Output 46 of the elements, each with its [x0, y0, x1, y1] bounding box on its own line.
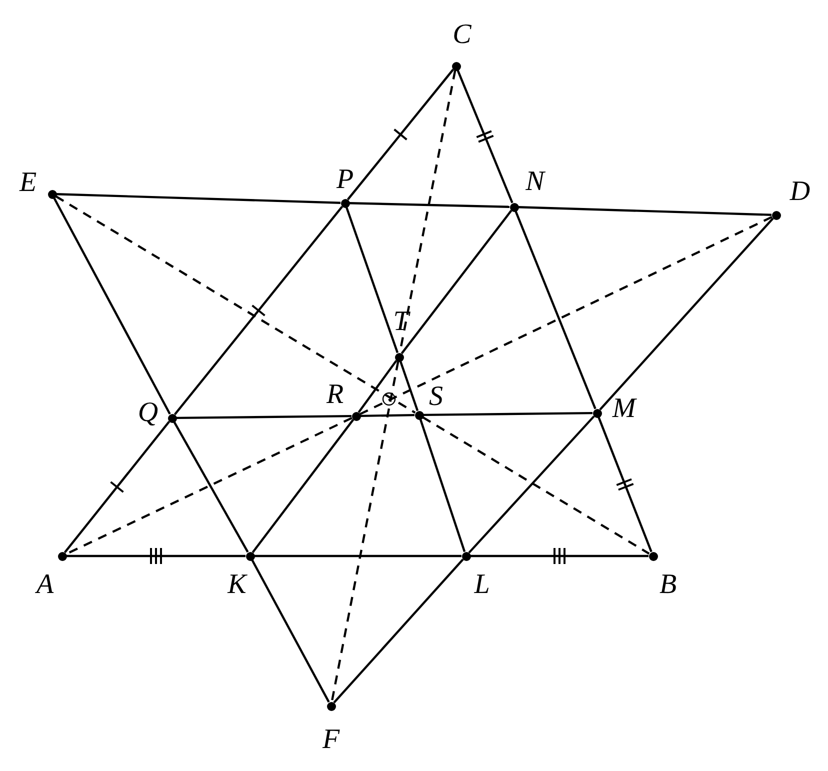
line-segment: [349, 202, 510, 208]
line-segment: [252, 418, 354, 554]
point-label: F: [322, 726, 340, 754]
point-label: R: [326, 381, 344, 409]
line-segment: [456, 70, 514, 204]
line-segment: [468, 416, 595, 554]
line-segment: [423, 412, 593, 416]
line-segment: [514, 210, 596, 410]
line-segment: [358, 360, 398, 414]
line-segment: [53, 197, 171, 415]
line-segment: [345, 206, 399, 354]
line-segment: [56, 193, 341, 204]
line-segment: [346, 68, 454, 200]
line-segment: [64, 420, 170, 554]
point-label: L: [474, 571, 490, 599]
point-label: P: [336, 166, 354, 194]
dashed-line: [360, 216, 772, 416]
dashed-line: [330, 361, 400, 702]
line-segment: [333, 558, 464, 704]
point-label: S: [429, 383, 443, 411]
line-segment: [176, 414, 352, 420]
line-segment: [360, 414, 415, 418]
line-segment: [419, 418, 466, 552]
line-segment: [174, 206, 344, 416]
line-segment: [254, 554, 462, 558]
point-label: C: [452, 21, 472, 49]
point-label: A: [36, 571, 54, 599]
point-label: M: [612, 395, 636, 423]
point-label: D: [790, 178, 810, 206]
point-label: Q: [138, 399, 158, 427]
dashed-line: [422, 416, 650, 555]
dashed-line: [55, 195, 416, 414]
line-segment: [470, 554, 648, 558]
point-label: B: [659, 571, 677, 599]
line-segment: [518, 206, 772, 216]
point-label: N: [526, 168, 544, 196]
line-segment: [399, 360, 419, 412]
line-segment: [251, 559, 330, 703]
line-segment: [66, 554, 246, 558]
point-label: E: [19, 169, 37, 197]
point-label: K: [228, 571, 246, 599]
line-segment: [400, 210, 512, 354]
line-segment: [173, 421, 249, 553]
point-label: T: [393, 308, 409, 336]
line-segment: [599, 218, 774, 410]
line-segment: [598, 416, 652, 552]
